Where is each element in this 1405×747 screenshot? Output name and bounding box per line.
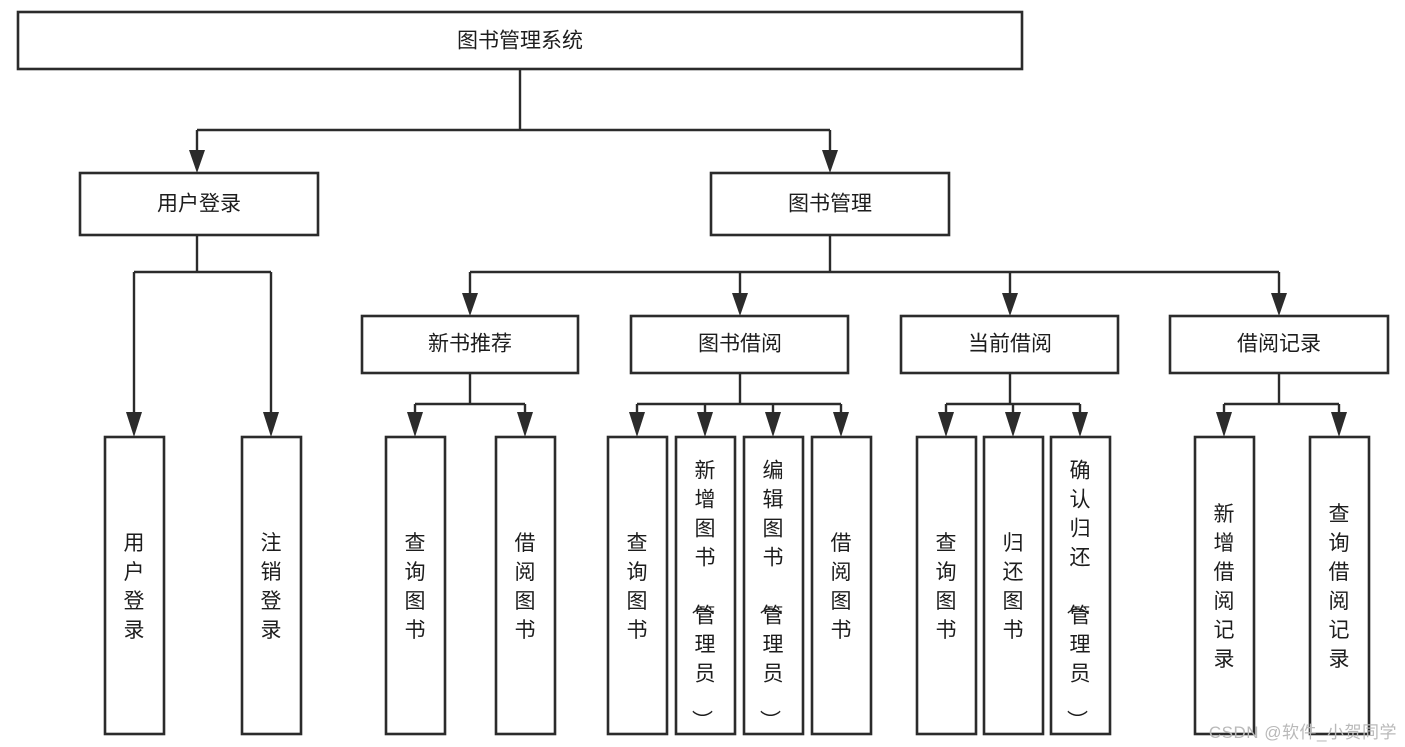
leaf-node[interactable]: 新增图书（管理员） bbox=[674, 435, 737, 736]
leaf-node[interactable]: 查询图书 bbox=[384, 435, 447, 736]
node-book-manage-label: 图书管理 bbox=[788, 193, 872, 216]
node-user-login-label: 用户登录 bbox=[157, 193, 241, 216]
leaf-node[interactable]: 确认归还（管理员） bbox=[1049, 435, 1112, 736]
node-current-borrow[interactable]: 当前借阅 bbox=[899, 314, 1120, 375]
arrow-head-leaf-u1 bbox=[126, 412, 142, 437]
node-book-borrow-label: 图书借阅 bbox=[698, 333, 782, 356]
leaf-label-c1: 查询图书 bbox=[936, 532, 957, 642]
leaf-label-b3: 编辑图书（管理员） bbox=[758, 460, 784, 731]
leaf-label-b4: 借阅图书 bbox=[831, 532, 852, 642]
arrow-head-leaf-r1 bbox=[1216, 412, 1232, 437]
leaf-label-u1: 用户登录 bbox=[124, 532, 145, 642]
leaf-node[interactable]: 编辑图书（管理员） bbox=[742, 435, 805, 736]
leaf-box-b2[interactable] bbox=[674, 435, 737, 736]
node-book-manage[interactable]: 图书管理 bbox=[709, 171, 951, 237]
leaf-node[interactable]: 查询借阅记录 bbox=[1308, 435, 1371, 736]
arrow-head-leaf-b3 bbox=[765, 412, 781, 437]
leaf-node[interactable]: 借阅图书 bbox=[810, 435, 873, 736]
node-current-borrow-box[interactable] bbox=[899, 314, 1120, 375]
node-current-borrow-label: 当前借阅 bbox=[968, 333, 1052, 356]
leaf-box-u1[interactable] bbox=[103, 435, 166, 736]
leaf-box-b4[interactable] bbox=[810, 435, 873, 736]
arrow-head-book-manage bbox=[822, 150, 838, 173]
leaf-node[interactable]: 用户登录 bbox=[103, 435, 166, 736]
arrow-head-new-book-rec bbox=[462, 293, 478, 316]
leaf-label-u2: 注销登录 bbox=[261, 532, 282, 642]
node-book-borrow-box[interactable] bbox=[629, 314, 850, 375]
leaf-box-n2[interactable] bbox=[494, 435, 557, 736]
arrow-head-leaf-n2 bbox=[517, 412, 533, 437]
leaf-node[interactable]: 查询图书 bbox=[915, 435, 978, 736]
leaf-label-n1: 查询图书 bbox=[405, 532, 426, 642]
leaf-box-c1[interactable] bbox=[915, 435, 978, 736]
leaf-node[interactable]: 借阅图书 bbox=[494, 435, 557, 736]
leaf-box-b3[interactable] bbox=[742, 435, 805, 736]
leaf-label-c3: 确认归还（管理员） bbox=[1065, 460, 1091, 731]
connector-layer bbox=[126, 69, 1347, 437]
node-root-label: 图书管理系统 bbox=[457, 30, 583, 53]
arrow-head-current-borrow bbox=[1002, 293, 1018, 316]
node-book-borrow[interactable]: 图书借阅 bbox=[629, 314, 850, 375]
arrow-head-user-login bbox=[189, 150, 205, 173]
node-new-book-rec-label: 新书推荐 bbox=[428, 333, 512, 356]
leaf-label-n2: 借阅图书 bbox=[515, 532, 536, 642]
node-root[interactable]: 图书管理系统 bbox=[16, 10, 1024, 71]
node-new-book-rec[interactable]: 新书推荐 bbox=[360, 314, 580, 375]
node-user-login[interactable]: 用户登录 bbox=[78, 171, 320, 237]
arrow-head-book-borrow bbox=[732, 293, 748, 316]
arrow-head-leaf-c3 bbox=[1072, 412, 1088, 437]
leaf-box-r2[interactable] bbox=[1308, 435, 1371, 736]
arrow-head-leaf-u2 bbox=[263, 412, 279, 437]
arrow-head-leaf-r2 bbox=[1331, 412, 1347, 437]
leaf-box-c3[interactable] bbox=[1049, 435, 1112, 736]
arrow-head-borrow-record bbox=[1271, 293, 1287, 316]
leaf-box-n1[interactable] bbox=[384, 435, 447, 736]
arrow-head-leaf-c2 bbox=[1005, 412, 1021, 437]
leaf-label-r1: 新增借阅记录 bbox=[1214, 503, 1235, 671]
leaf-node[interactable]: 新增借阅记录 bbox=[1193, 435, 1256, 736]
node-borrow-record[interactable]: 借阅记录 bbox=[1168, 314, 1390, 375]
arrow-head-leaf-n1 bbox=[407, 412, 423, 437]
node-borrow-record-box[interactable] bbox=[1168, 314, 1390, 375]
leaf-box-b1[interactable] bbox=[606, 435, 669, 736]
node-book-manage-box[interactable] bbox=[709, 171, 951, 237]
leaf-box-c2[interactable] bbox=[982, 435, 1045, 736]
arrow-head-leaf-b4 bbox=[833, 412, 849, 437]
leaf-node[interactable]: 注销登录 bbox=[240, 435, 303, 736]
leaf-label-c2: 归还图书 bbox=[1003, 532, 1024, 642]
leaf-label-b2: 新增图书（管理员） bbox=[690, 460, 716, 731]
leaf-node[interactable]: 归还图书 bbox=[982, 435, 1045, 736]
node-root-box[interactable] bbox=[16, 10, 1024, 71]
arrow-head-leaf-c1 bbox=[938, 412, 954, 437]
leaf-box-u2[interactable] bbox=[240, 435, 303, 736]
leaf-box-r1[interactable] bbox=[1193, 435, 1256, 736]
node-new-book-rec-box[interactable] bbox=[360, 314, 580, 375]
leaf-label-r2: 查询借阅记录 bbox=[1329, 503, 1350, 671]
leaf-label-b1: 查询图书 bbox=[627, 532, 648, 642]
leaf-node[interactable]: 查询图书 bbox=[606, 435, 669, 736]
node-user-login-box[interactable] bbox=[78, 171, 320, 237]
node-borrow-record-label: 借阅记录 bbox=[1237, 333, 1321, 356]
arrow-head-leaf-b2 bbox=[697, 412, 713, 437]
arrow-head-leaf-b1 bbox=[629, 412, 645, 437]
